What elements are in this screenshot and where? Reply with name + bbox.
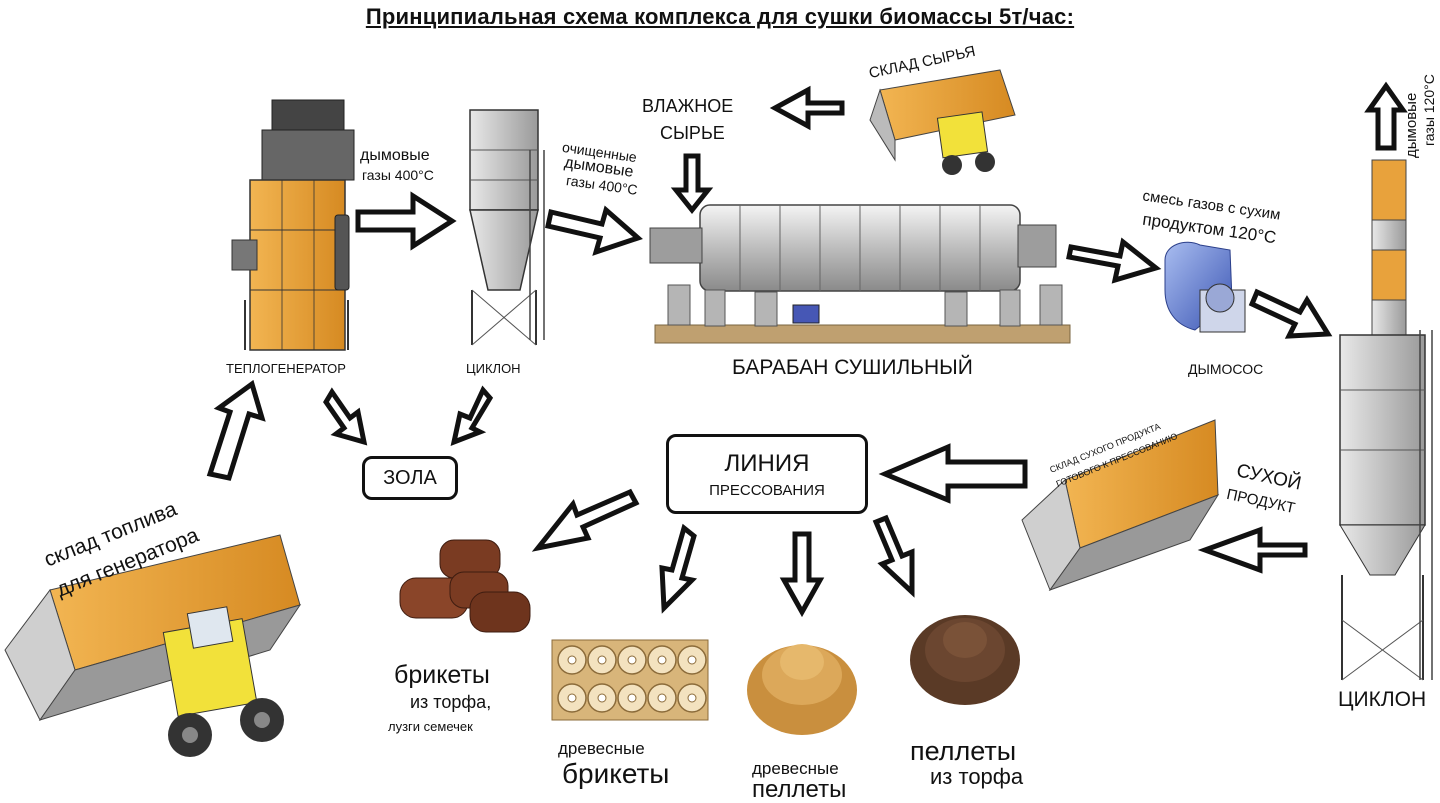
ash-box: ЗОЛА xyxy=(362,456,458,500)
wood-briquettes-label-2: брикеты xyxy=(562,758,670,789)
small-cyclone-image xyxy=(469,109,545,346)
arrow-heatgen-to-ash xyxy=(323,387,368,446)
exhaust-gas-label-2: газы 120°С xyxy=(1421,74,1437,146)
briquettes-label-2: из торфа, xyxy=(410,692,492,712)
dry-store-image xyxy=(1021,419,1220,592)
heat-generator-label: ТЕПЛОГЕНЕРАТОР xyxy=(226,361,346,376)
peat-pellets-label-1: пеллеты xyxy=(910,736,1017,766)
arrow-press-to-wood-briq xyxy=(659,523,698,614)
smoke-gas-label-1: дымовые xyxy=(360,147,430,164)
wood-pellets-image xyxy=(747,644,857,735)
wood-pellets-label-2: пеллеты xyxy=(752,776,847,803)
fan-label: ДЫМОСОС xyxy=(1188,361,1264,377)
wet-raw-label-1: ВЛАЖНОЕ xyxy=(642,96,734,116)
press-line-label-2: ПРЕССОВАНИЯ xyxy=(709,481,825,499)
arrow-press-to-peat-pellets xyxy=(872,514,915,598)
ash-label: ЗОЛА xyxy=(383,466,437,489)
raw-store-image xyxy=(869,69,1016,175)
briquettes-label-1: брикеты xyxy=(394,661,490,689)
arrow-fan-to-cyclone xyxy=(1248,288,1333,339)
press-line-label-1: ЛИНИЯ xyxy=(724,449,810,477)
fuel-store-image xyxy=(4,534,302,757)
big-cyclone-label: ЦИКЛОН xyxy=(1338,688,1427,711)
briquettes-label-3: лузги семечек xyxy=(388,719,473,734)
arrow-fuel-to-heatgen xyxy=(206,379,266,481)
arrow-raw-to-wet xyxy=(769,85,845,131)
arrow-exhaust-up xyxy=(1364,81,1408,151)
wet-raw-label-2: СЫРЬЕ xyxy=(660,123,725,143)
arrow-cyclone-to-ash xyxy=(450,385,494,446)
briquettes-image xyxy=(399,539,531,633)
arrow-cyclone-to-drum xyxy=(545,205,643,256)
exhaust-gas-label-1: дымовые xyxy=(1403,92,1420,158)
arrow-drum-to-fan xyxy=(1066,237,1162,284)
arrow-dry-store-to-press xyxy=(878,443,1028,504)
arrow-wet-to-drum xyxy=(670,153,714,215)
wood-briquettes-image xyxy=(551,639,709,721)
fan-image xyxy=(1164,241,1246,333)
drying-drum-image xyxy=(649,204,1071,344)
peat-pellets-label-2: из торфа xyxy=(930,764,1024,789)
wood-pellets-label-1: древесные xyxy=(752,759,839,778)
wood-briquettes-label-1: древесные xyxy=(558,739,645,758)
drum-label: БАРАБАН СУШИЛЬНЫЙ xyxy=(732,356,973,379)
heat-generator-image xyxy=(231,99,355,351)
diagram-title: Принципиальная схема комплекса для сушки… xyxy=(365,4,1075,29)
arrow-press-to-briquettes xyxy=(531,488,640,552)
press-line-box: ЛИНИЯ ПРЕССОВАНИЯ xyxy=(666,434,868,514)
small-cyclone-label: ЦИКЛОН xyxy=(466,361,521,376)
arrow-press-to-wood-pellets xyxy=(779,531,825,618)
arrow-heatgen-to-cyclone xyxy=(355,191,457,251)
smoke-gas-label-2: газы 400°С xyxy=(362,167,434,183)
arrow-dry-product xyxy=(1197,526,1308,574)
peat-pellets-image xyxy=(910,615,1020,705)
big-cyclone-image xyxy=(1339,159,1433,681)
